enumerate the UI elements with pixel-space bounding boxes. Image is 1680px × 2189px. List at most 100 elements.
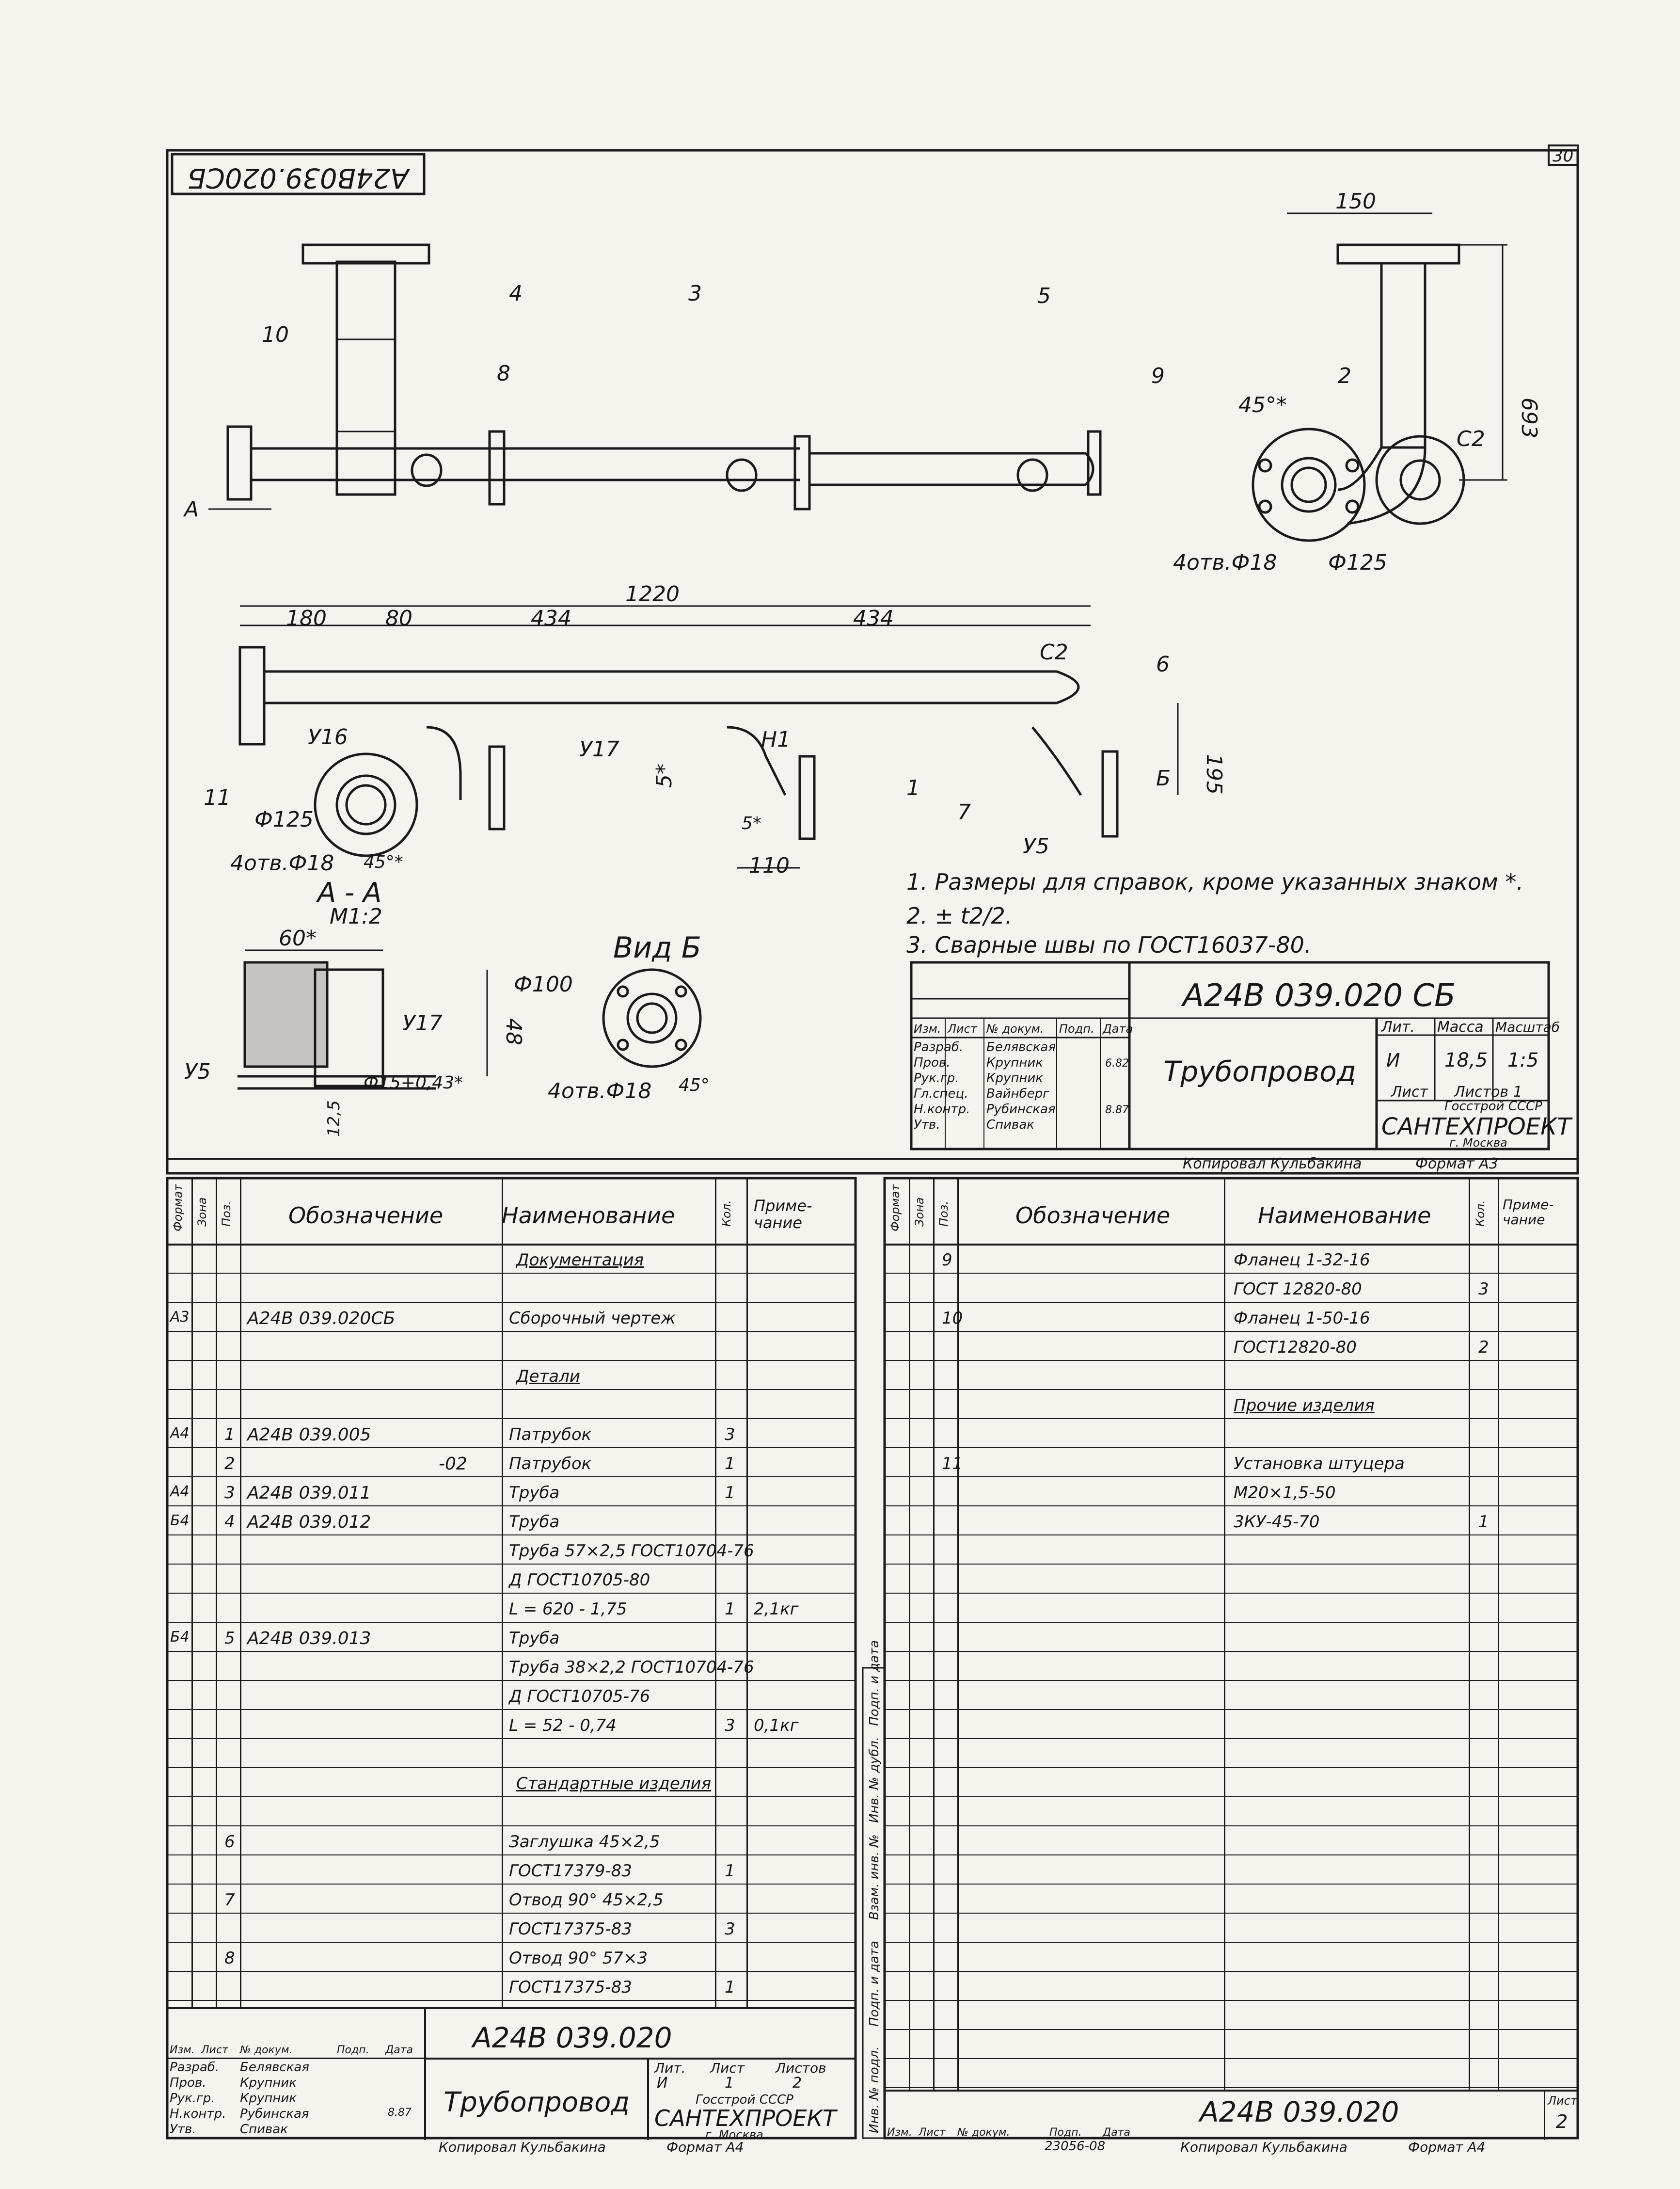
- arrow-a: А: [183, 497, 199, 522]
- tb-left-sheet-label: Лист: [710, 2060, 745, 2076]
- table-row: [885, 1767, 1578, 1797]
- tb-left-copied: Копировал Кульбакина: [439, 2139, 606, 2155]
- dim-1220: 1220: [625, 582, 680, 607]
- table-row: Прочие изделия: [885, 1389, 1578, 1419]
- tb-left-name-3: Рубинская: [240, 2107, 309, 2121]
- dim-holes-side: 4отв.Ф18: [1173, 550, 1277, 575]
- dim-45-viewb: 45°: [679, 1075, 710, 1095]
- tb-left-code: А24В 039.020: [473, 2021, 672, 2054]
- note-1: 1. Размеры для справок, кроме указанных …: [906, 869, 1523, 895]
- dim-195: 195: [1202, 754, 1226, 795]
- sheet-number: 30: [1553, 146, 1573, 166]
- table-row: [885, 1884, 1578, 1914]
- tb-right-head-1: Лист: [919, 2126, 946, 2139]
- row-name: Патрубок: [509, 1454, 592, 1473]
- dim-12-5: 12,5: [324, 1100, 344, 1137]
- dim-holes-viewb: 4отв.Ф18: [548, 1079, 651, 1103]
- dim-48: 48: [501, 1018, 526, 1045]
- tb-left-sheets: 2: [792, 2075, 802, 2092]
- pos-7-label: 7: [957, 800, 971, 825]
- row-name: Труба 38×2,2 ГОСТ10704-76: [509, 1658, 754, 1677]
- tb-left-lit-label: Лит.: [654, 2060, 686, 2076]
- row-name: Сборочный чертеж: [509, 1309, 676, 1328]
- row-format: Б4: [170, 1512, 190, 1529]
- row-pos: 8: [224, 1949, 235, 1968]
- section-a-label: А - А: [316, 877, 381, 909]
- tb-top-org3: г. Москва: [1449, 1136, 1507, 1150]
- row-pos: 3: [224, 1483, 235, 1502]
- tb-right-head-2: № докум.: [957, 2126, 1010, 2139]
- row-format: А4: [170, 1425, 190, 1442]
- row-name: Отвод 90° 57×3: [509, 1949, 648, 1968]
- tb-top-mass: 18,5: [1444, 1049, 1488, 1071]
- table-row: Д ГОСТ10705-80: [167, 1564, 856, 1594]
- weld-y17-detail: У17: [402, 1011, 443, 1036]
- tb-top-head-2: № докум.: [985, 1022, 1044, 1036]
- row-name: Документация: [516, 1250, 644, 1270]
- row-name: ГОСТ17375-83: [509, 1919, 632, 1939]
- top-frame: [166, 149, 1579, 1175]
- tb-left-head-2: № докум.: [240, 2044, 293, 2056]
- table-row: [885, 1680, 1578, 1710]
- row-qty: 1: [725, 1599, 735, 1619]
- tb-top-head-4: Дата: [1102, 1022, 1133, 1036]
- tb-right-sheet: 2: [1556, 2111, 1568, 2132]
- tb-left-role-1: Пров.: [170, 2076, 206, 2090]
- rhdr-zone: Зона: [913, 1197, 926, 1227]
- row-name: Прочие изделия: [1234, 1396, 1375, 1415]
- row-qty: 1: [725, 1454, 735, 1473]
- pos-1-label: 1: [906, 776, 920, 800]
- row-qty: 2: [1478, 1338, 1489, 1357]
- row-name: Отвод 90° 45×2,5: [509, 1890, 664, 1910]
- row-name: Установка штуцера: [1234, 1454, 1405, 1473]
- tb-left-role-3: Н.контр.: [170, 2107, 226, 2121]
- tb-top-name-5: Спивак: [986, 1118, 1034, 1132]
- weld-y17: У17: [579, 737, 619, 762]
- dim-d125-plan: Ф125: [254, 807, 314, 832]
- dim-d100: Ф100: [514, 972, 573, 997]
- side-label-3: Инв. № дубл.: [867, 1737, 882, 1823]
- tb-left-head-4: Дата: [385, 2044, 413, 2056]
- weld-y16: У16: [308, 725, 348, 750]
- hdr-format: Формат: [171, 1184, 185, 1231]
- row-pos: 10: [942, 1309, 963, 1328]
- hdr-zone: Зона: [195, 1197, 209, 1227]
- rhdr-format: Формат: [888, 1184, 902, 1231]
- rhdr-code: Обозначение: [1015, 1202, 1171, 1229]
- table-row: Труба 38×2,2 ГОСТ10704-76: [167, 1651, 856, 1681]
- table-row: [885, 1418, 1578, 1448]
- dim-d15: Ф15+0,43*: [364, 1073, 463, 1093]
- tb-top-name-3: Вайнберг: [986, 1087, 1049, 1101]
- row-note: 2,1кг: [754, 1599, 799, 1619]
- hdr-qty: Кол.: [720, 1200, 733, 1227]
- row-format: А3: [170, 1309, 190, 1326]
- row-name: Патрубок: [509, 1425, 592, 1444]
- tb-left-name-4: Спивак: [240, 2122, 288, 2137]
- row-name: ГОСТ12820-80: [1234, 1338, 1357, 1357]
- table-row: [885, 1593, 1578, 1623]
- table-row: [885, 1796, 1578, 1826]
- tb-right-copied: Копировал Кульбакина: [1180, 2139, 1347, 2155]
- side-label-2: Взам. инв. №: [867, 1834, 882, 1920]
- tb-left-org2: САНТЕХПРОЕКТ: [654, 2105, 837, 2131]
- tb-top-copied: Копировал Кульбакина: [1183, 1155, 1362, 1172]
- tb-top-lit: И: [1386, 1050, 1400, 1071]
- dim-80: 80: [385, 606, 412, 631]
- tb-right-sheet-label: Лист: [1548, 2094, 1577, 2108]
- row-pos: 1: [224, 1425, 235, 1444]
- hdr-name: Наименование: [502, 1202, 675, 1229]
- table-row: [885, 2000, 1578, 2030]
- dim-d125-side: Ф125: [1328, 550, 1387, 575]
- table-row: [885, 1971, 1578, 2001]
- tb-top-scale-label: Масштаб: [1495, 1019, 1560, 1035]
- table-row: [167, 1273, 856, 1303]
- row-qty: 1: [725, 1978, 735, 1997]
- tb-left-sheets-label: Листов: [776, 2060, 826, 2076]
- tb-right-code: А24В 039.020: [1200, 2095, 1399, 2128]
